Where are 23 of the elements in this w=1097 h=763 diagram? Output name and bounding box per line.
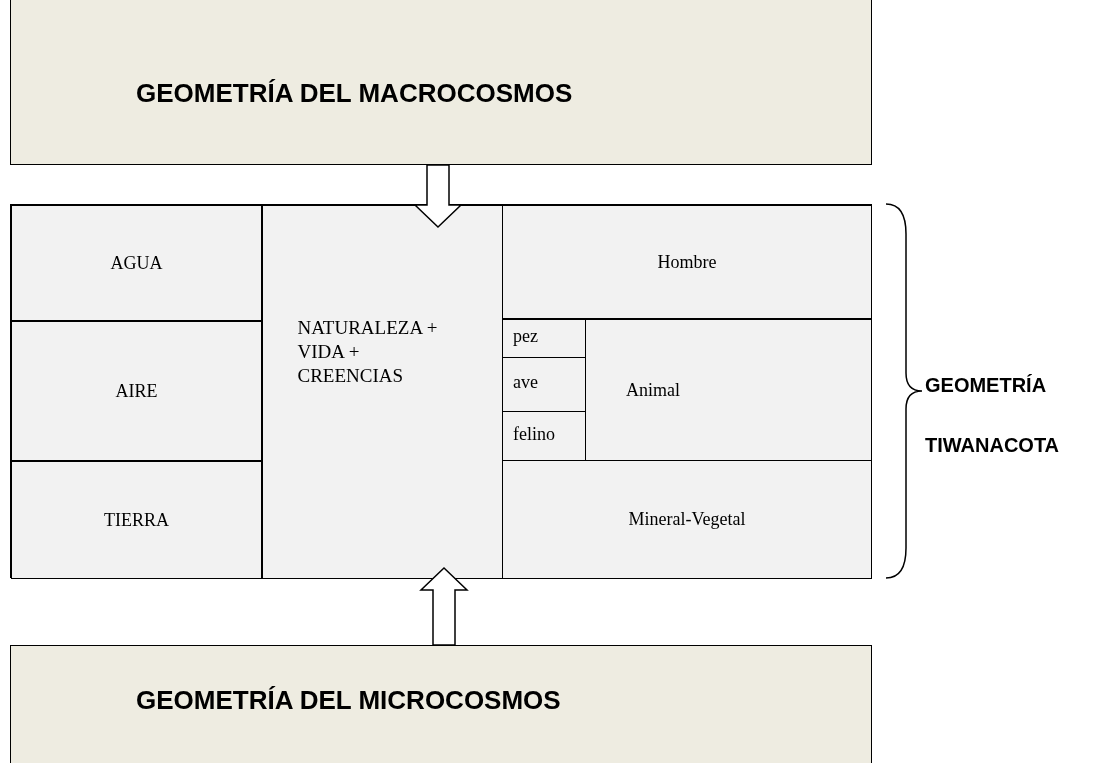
cell-text: Hombre <box>657 251 717 273</box>
heading: GEOMETRÍA DEL MICROCOSMOS <box>136 684 561 716</box>
cell-text: pez <box>513 326 538 347</box>
table-box <box>10 204 872 578</box>
cell-text: Mineral-Vegetal <box>628 509 746 530</box>
heading: GEOMETRÍA DEL MACROCOSMOS <box>136 78 573 109</box>
table-cell <box>11 205 262 321</box>
title-box <box>10 645 872 763</box>
table-cell <box>11 321 262 461</box>
side-label: GEOMETRÍA TIWANACOTA <box>925 373 1061 458</box>
cell-text: AIRE <box>115 380 158 402</box>
cell-text: ave <box>513 372 538 393</box>
cell-text: felino <box>513 423 555 445</box>
cell-text: NATURALEZA + VIDA + CREENCIAS <box>297 316 439 388</box>
title-box <box>10 0 872 165</box>
cell-text: TIERRA <box>104 509 169 531</box>
block-arrow <box>413 164 463 229</box>
table-cell <box>11 461 262 579</box>
cell-text: Animal <box>626 379 680 401</box>
table-cell <box>262 205 503 579</box>
table-cell <box>502 205 872 319</box>
cell-text: AGUA <box>110 252 163 274</box>
block-arrow <box>419 566 469 646</box>
